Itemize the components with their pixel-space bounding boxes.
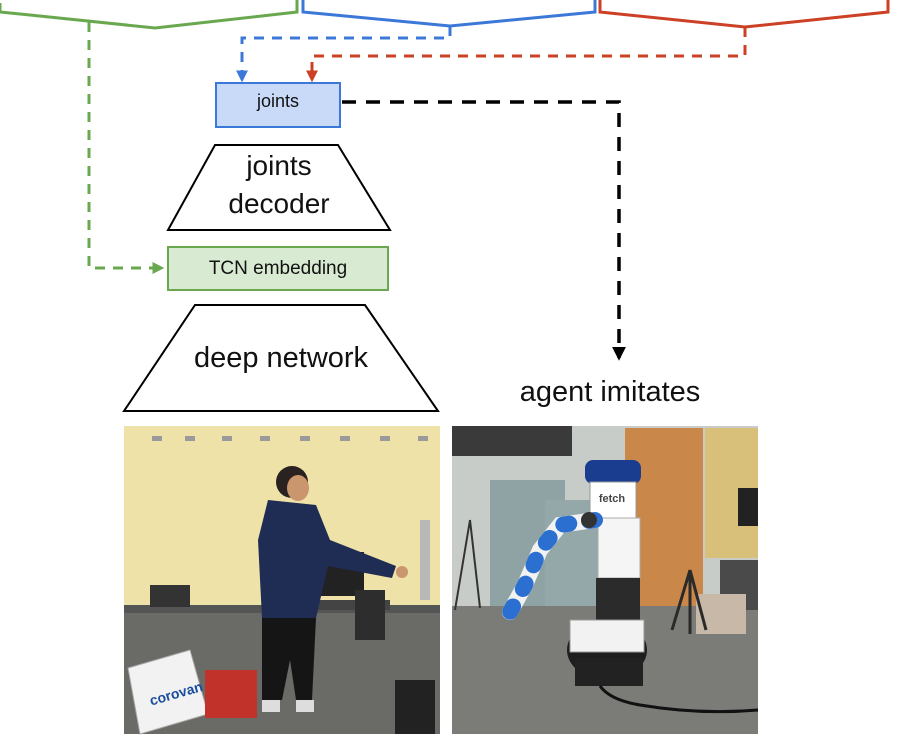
fetch-robot-photo: fetch bbox=[452, 426, 759, 734]
person-pose-photo: corovan bbox=[124, 426, 440, 735]
deep-network-block bbox=[122, 304, 440, 412]
robot-logo-text: fetch bbox=[599, 493, 626, 505]
joints-box bbox=[215, 82, 341, 128]
agent-imitates-label: agent imitates bbox=[520, 376, 701, 408]
blue-dashed-arrow bbox=[236, 26, 452, 83]
tcn-embedding-box bbox=[167, 246, 389, 291]
tcn-embedding-label: TCN embedding bbox=[209, 258, 347, 279]
joints-box-label: joints bbox=[256, 91, 299, 111]
red-dashed-arrow bbox=[306, 27, 747, 83]
joints-decoder-label-line1: joints bbox=[245, 150, 311, 181]
joints-decoder-block bbox=[166, 144, 392, 231]
green-dashed-arrow bbox=[87, 22, 165, 274]
red-brace bbox=[598, 0, 890, 29]
black-dashed-arrow bbox=[342, 100, 626, 361]
joints-decoder-label-line2: decoder bbox=[228, 188, 329, 219]
blue-brace bbox=[301, 0, 597, 28]
green-brace bbox=[0, 0, 299, 30]
deep-network-label: deep network bbox=[194, 342, 369, 374]
